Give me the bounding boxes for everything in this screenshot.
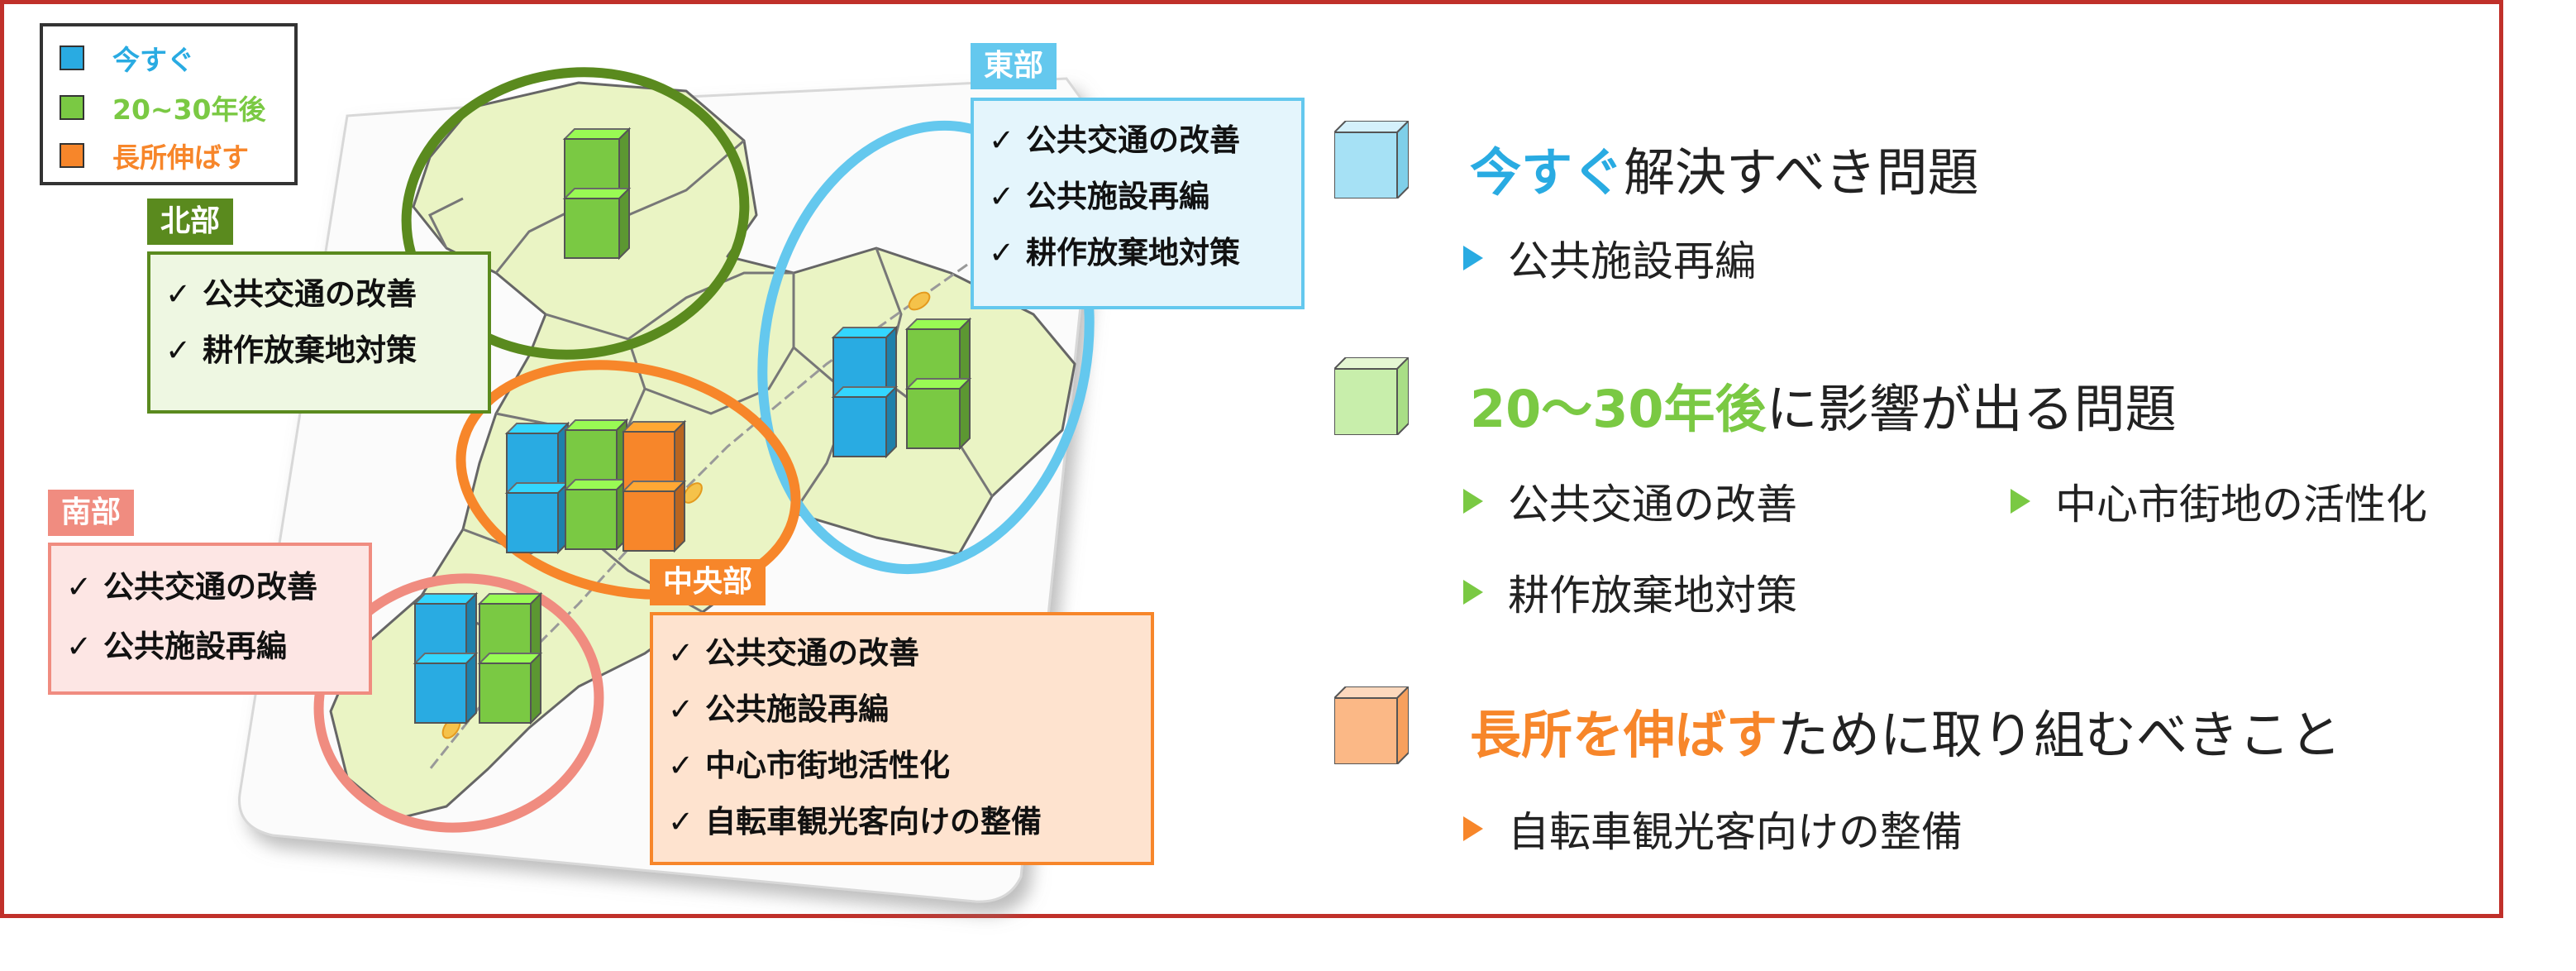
north-region-tag: 北部 bbox=[147, 199, 234, 245]
item-text: 公共交通の改善 bbox=[705, 635, 920, 671]
future-heading-rest: に影響が出る問題 bbox=[1766, 379, 2177, 439]
triangle-bullet-icon bbox=[1463, 580, 1483, 605]
legend-cube-blue-icon bbox=[60, 45, 84, 70]
check-icon: ✓ bbox=[668, 635, 694, 671]
future-item: 中心市街地の活性化 bbox=[2011, 471, 2427, 531]
list-item: ✓ 公共交通の改善 bbox=[66, 557, 354, 617]
strength-heading: 長所を伸ばすために取り組むべきこと bbox=[1470, 693, 2341, 768]
triangle-bullet-icon bbox=[2011, 489, 2030, 514]
triangle-bullet-icon bbox=[1463, 489, 1483, 514]
strength-heading-rest: ために取り組むべきこと bbox=[1777, 705, 2342, 765]
future-item: 公共交通の改善 bbox=[1463, 471, 1797, 531]
list-item: ✓ 公共施設再編 bbox=[66, 617, 354, 677]
item-text: 自転車観光客向けの整備 bbox=[705, 804, 1042, 839]
east-issue-box: ✓ 公共交通の改善 ✓ 公共施設再編 ✓ 耕作放棄地対策 bbox=[971, 98, 1305, 309]
list-item: ✓ 中心市街地活性化 bbox=[668, 738, 1136, 794]
central-region-tag: 中央部 bbox=[650, 559, 766, 605]
strength-item-text: 自転車観光客向けの整備 bbox=[1508, 808, 1963, 856]
item-text: 耕作放棄地対策 bbox=[1026, 235, 1241, 270]
item-text: 公共施設再編 bbox=[705, 691, 890, 727]
south-issue-box: ✓ 公共交通の改善 ✓ 公共施設再編 bbox=[48, 543, 372, 695]
future-cube-icon bbox=[1334, 357, 1409, 435]
future-item-text: 中心市街地の活性化 bbox=[2055, 481, 2427, 529]
list-item: ✓ 公共交通の改善 bbox=[668, 625, 1136, 682]
future-item: 耕作放棄地対策 bbox=[1463, 562, 1797, 622]
legend-label: 長所伸ばす bbox=[112, 141, 249, 174]
east-now-cube-lower bbox=[831, 385, 899, 459]
list-item: ✓ 公共施設再編 bbox=[668, 682, 1136, 738]
strength-heading-emphasis: 長所を伸ばす bbox=[1470, 705, 1778, 765]
list-item: ✓ 耕作放棄地対策 bbox=[165, 323, 473, 379]
item-text: 耕作放棄地対策 bbox=[203, 332, 417, 368]
check-icon: ✓ bbox=[668, 748, 694, 783]
legend-cube-orange-icon bbox=[60, 143, 84, 168]
legend-item-strength: 長所伸ばす bbox=[60, 139, 249, 174]
now-heading-rest: 解決すべき問題 bbox=[1624, 142, 1979, 203]
central-strength-cube-lower bbox=[621, 479, 687, 553]
list-item: ✓ 自転車観光客向けの整備 bbox=[668, 794, 1136, 850]
legend-label: 20~30年後 bbox=[112, 93, 266, 126]
check-icon: ✓ bbox=[668, 804, 694, 839]
east-region-ring bbox=[757, 120, 1095, 575]
central-future-cube-lower bbox=[563, 477, 629, 552]
north-issue-box: ✓ 公共交通の改善 ✓ 耕作放棄地対策 bbox=[147, 251, 491, 414]
future-item-text: 耕作放棄地対策 bbox=[1508, 572, 1797, 619]
check-icon: ✓ bbox=[989, 235, 1015, 270]
list-item: ✓ 耕作放棄地対策 bbox=[989, 225, 1286, 281]
check-icon: ✓ bbox=[989, 122, 1015, 158]
legend: 今すぐ 20~30年後 長所伸ばす bbox=[40, 23, 298, 185]
list-item: ✓ 公共交通の改善 bbox=[989, 112, 1286, 169]
central-issue-box: ✓ 公共交通の改善 ✓ 公共施設再編 ✓ 中心市街地活性化 ✓ 自転車観光客向けの整備 bbox=[650, 612, 1154, 865]
south-future-cube-lower bbox=[477, 651, 543, 725]
east-region-tag: 東部 bbox=[971, 43, 1057, 89]
triangle-bullet-icon bbox=[1463, 246, 1483, 270]
legend-cube-green-icon bbox=[60, 95, 84, 120]
now-item-text: 公共施設再編 bbox=[1508, 237, 1756, 285]
cube-stacks bbox=[413, 127, 972, 725]
legend-item-future: 20~30年後 bbox=[60, 91, 266, 126]
check-icon: ✓ bbox=[165, 332, 192, 368]
legend-item-now: 今すぐ bbox=[60, 41, 194, 76]
now-item: 公共施設再編 bbox=[1463, 228, 1756, 288]
triangle-bullet-icon bbox=[1463, 816, 1483, 841]
list-item: ✓ 公共施設再編 bbox=[989, 169, 1286, 225]
item-text: 公共交通の改善 bbox=[203, 276, 417, 312]
future-heading-emphasis: 20～30年後 bbox=[1470, 379, 1767, 439]
future-heading: 20～30年後に影響が出る問題 bbox=[1470, 367, 2177, 442]
north-region-ring bbox=[401, 67, 750, 360]
future-item-text: 公共交通の改善 bbox=[1508, 481, 1797, 529]
south-region-tag: 南部 bbox=[48, 490, 135, 536]
now-heading-emphasis: 今すぐ bbox=[1470, 142, 1624, 203]
check-icon: ✓ bbox=[165, 276, 192, 312]
strength-cube-icon bbox=[1334, 686, 1409, 764]
central-region-ring bbox=[456, 360, 801, 600]
outer-frame bbox=[0, 0, 2503, 918]
check-icon: ✓ bbox=[989, 179, 1015, 214]
check-icon: ✓ bbox=[66, 629, 93, 664]
south-region-ring bbox=[313, 573, 604, 833]
now-cube-icon bbox=[1334, 121, 1409, 199]
item-text: 公共施設再編 bbox=[103, 629, 288, 664]
list-item: ✓ 公共交通の改善 bbox=[165, 266, 473, 323]
item-text: 公共交通の改善 bbox=[1026, 122, 1241, 158]
check-icon: ✓ bbox=[66, 569, 93, 605]
legend-label: 今すぐ bbox=[112, 44, 194, 76]
central-now-cube-lower bbox=[504, 481, 570, 555]
north-future-cube-lower bbox=[562, 186, 632, 261]
south-now-cube-lower bbox=[413, 651, 479, 725]
now-heading: 今すぐ解決すべき問題 bbox=[1470, 131, 1979, 205]
item-text: 公共交通の改善 bbox=[103, 569, 318, 605]
item-text: 中心市街地活性化 bbox=[705, 748, 951, 783]
item-text: 公共施設再編 bbox=[1026, 179, 1210, 214]
check-icon: ✓ bbox=[668, 691, 694, 727]
east-future-cube-lower bbox=[904, 376, 972, 451]
strength-item: 自転車観光客向けの整備 bbox=[1463, 799, 1963, 859]
